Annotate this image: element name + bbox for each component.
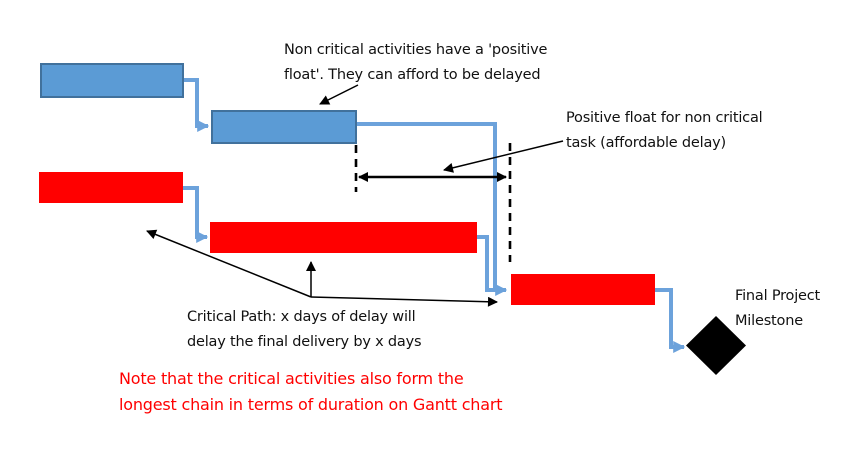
annotation-final-milestone-line1: Final Project — [735, 288, 821, 304]
annotation-note-line1: Note that the critical activities also f… — [119, 369, 464, 388]
annotation-positive-float-line2: task (affordable delay) — [566, 135, 726, 151]
annotation-critical-path-line1: Critical Path: x days of delay will — [187, 309, 416, 325]
annotation-non-critical-float: Non critical activities have a 'positive… — [284, 38, 547, 88]
annotation-final-milestone-line2: Milestone — [735, 313, 803, 329]
critical-task-bar-3 — [511, 274, 655, 305]
connector-critical1-to-critical2 — [183, 186, 209, 243]
connector-noncritical1-to-noncritical2 — [183, 78, 210, 132]
annotation-positive-float-line1: Positive float for non critical — [566, 110, 763, 126]
non-critical-task-bar-1 — [40, 63, 184, 98]
annotation-critical-path: Critical Path: x days of delay will dela… — [187, 305, 422, 355]
connector-critical2-to-critical3 — [477, 235, 508, 296]
annotation-final-milestone: Final Project Milestone — [735, 284, 820, 334]
annotation-positive-float: Positive float for non critical task (af… — [566, 106, 763, 156]
critical-task-bar-2 — [210, 222, 477, 253]
non-critical-task-bar-2 — [211, 110, 357, 144]
positive-float-annotation-arrow — [443, 140, 564, 173]
annotation-note-line2: longest chain in terms of duration on Ga… — [119, 395, 503, 414]
final-milestone-diamond — [686, 316, 746, 375]
annotation-non-critical-float-line2: float'. They can afford to be delayed — [284, 67, 541, 83]
critical-task-bar-1 — [39, 172, 183, 203]
connector-critical3-to-milestone — [655, 288, 686, 353]
annotation-non-critical-float-line1: Non critical activities have a 'positive — [284, 42, 548, 58]
noncritical-annotation-arrow — [319, 84, 359, 105]
annotation-critical-path-line2: delay the final delivery by x days — [187, 334, 422, 350]
annotation-note: Note that the critical activities also f… — [119, 366, 502, 418]
critical-path-arrow-to-task1 — [146, 229, 312, 298]
connector-noncritical2-to-critical3 — [356, 122, 497, 288]
critical-path-arrow-to-task3 — [310, 296, 498, 307]
